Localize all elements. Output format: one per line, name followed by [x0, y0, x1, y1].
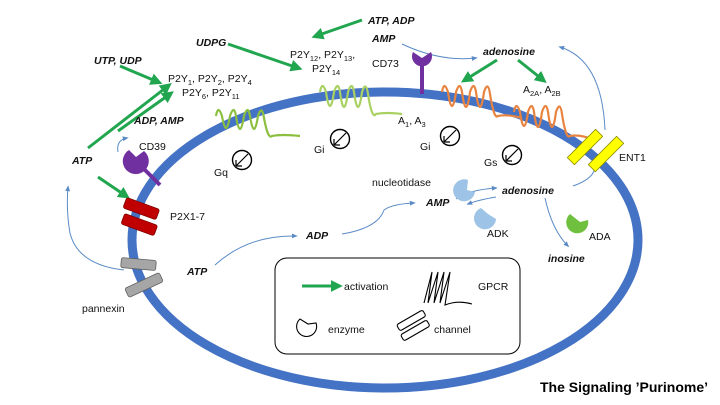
- arrow-utp-to-p2y: [119, 64, 163, 85]
- label-p2y12-row2: P2Y14: [312, 63, 340, 77]
- ligand-udpg: UDPG: [196, 37, 226, 49]
- legend-box: [274, 257, 521, 355]
- label-gs: Gs: [484, 157, 497, 169]
- label-pannexin: pannexin: [82, 303, 125, 315]
- ligand-adenosine-inner: adenosine: [502, 185, 554, 197]
- arrow-atp-to-adp: [214, 233, 298, 266]
- label-adk: ADK: [487, 228, 509, 240]
- label-gq: Gq: [214, 167, 228, 179]
- arrow-cd39-to-adpamp: [117, 136, 129, 153]
- gq-receptor: [214, 108, 301, 138]
- label-a2a-a2b: A2A, A2B: [523, 84, 561, 98]
- ligand-amp-inner: AMP: [425, 197, 450, 209]
- label-gi-2: Gi: [420, 141, 431, 153]
- label-cd39: CD39: [139, 141, 166, 153]
- ligand-atp-left: ATP: [71, 155, 93, 167]
- label-cd73: CD73: [372, 58, 399, 70]
- arrow-adenosine-to-amp: [466, 196, 497, 205]
- p2x-channel: [121, 197, 160, 236]
- ligand-atp-adp: ATP, ADP: [367, 15, 415, 27]
- g-protein-icon-gq: [231, 149, 253, 171]
- label-ada: ADA: [589, 231, 611, 243]
- legend-gpcr-label: GPCR: [478, 281, 509, 293]
- ligand-adenosine-top: adenosine: [483, 46, 535, 58]
- adenosine-receptor-a1: [440, 84, 523, 120]
- label-a1-a3: A1, A3: [398, 115, 426, 129]
- arrow-amp-to-adenosine-top: [401, 43, 478, 61]
- label-p2y-row1: P2Y1, P2Y2, P2Y4: [168, 73, 252, 87]
- enzyme-legend-icon: [296, 318, 318, 337]
- g-protein-icon-gi-2: [439, 125, 461, 147]
- ligand-adp-inner: ADP: [305, 230, 329, 242]
- metabolic-arrows: [65, 43, 606, 271]
- arrow-ent1-to-adenosine: [558, 45, 606, 131]
- channel-legend-icon: [396, 310, 430, 341]
- adk-enzyme: [474, 208, 496, 230]
- arrow-adenosine-to-a1: [460, 58, 498, 83]
- ligand-adp-amp: ADP, AMP: [133, 115, 185, 127]
- legend-activation-label: activation: [344, 281, 389, 293]
- nucleotidase-enzyme: [453, 179, 475, 202]
- g-protein-icon-gs: [501, 144, 523, 166]
- arrow-atpadp-to-p2y12: [311, 18, 363, 40]
- label-nucleotidase: nucleotidase: [372, 177, 431, 189]
- legend-enzyme-label: enzyme: [328, 324, 365, 336]
- arrow-adpamp-to-p2y: [117, 91, 174, 133]
- arrow-adenosine-to-a2: [517, 58, 547, 83]
- pannexin-channel: [120, 257, 164, 298]
- label-gi-1: Gi: [314, 144, 325, 156]
- label-ent1: ENT1: [619, 152, 646, 164]
- ligand-utp-udp: UTP, UDP: [94, 55, 143, 67]
- arrow-atp-to-p2x: [97, 175, 130, 199]
- diagram-title: The Signaling ’Purinome’: [540, 379, 708, 395]
- ent1-transporter: [566, 128, 625, 173]
- cd39-enzyme: [122, 150, 162, 187]
- legend-channel-label: channel: [434, 324, 471, 336]
- activation-arrows: [87, 18, 547, 199]
- gpcr-legend-icon: [423, 271, 473, 306]
- cd73-enzyme: [412, 52, 432, 94]
- label-p2y12-row1: P2Y12, P2Y13,: [290, 49, 355, 63]
- arrow-atp-to-p2y: [87, 83, 172, 150]
- gi-receptor-p2y12: [318, 84, 403, 117]
- arrow-adp-to-amp: [341, 200, 416, 235]
- adenosine-receptor-a2: [512, 104, 595, 142]
- arrow-udpg-to-p2y12: [227, 42, 303, 72]
- ada-enzyme: [566, 214, 589, 234]
- label-p2y-row2: P2Y6, P2Y11: [182, 87, 240, 101]
- g-protein-icon-gi-1: [329, 128, 351, 150]
- ligand-amp-top: AMP: [371, 33, 396, 45]
- ligand-atp-inner: ATP: [186, 266, 208, 278]
- arrow-adenosine-to-inosine: [544, 197, 570, 248]
- ligand-inosine: inosine: [548, 253, 585, 265]
- arrow-pannexin-to-atp: [65, 185, 125, 271]
- label-p2x: P2X1-7: [170, 211, 205, 223]
- cell-membrane: [127, 87, 643, 393]
